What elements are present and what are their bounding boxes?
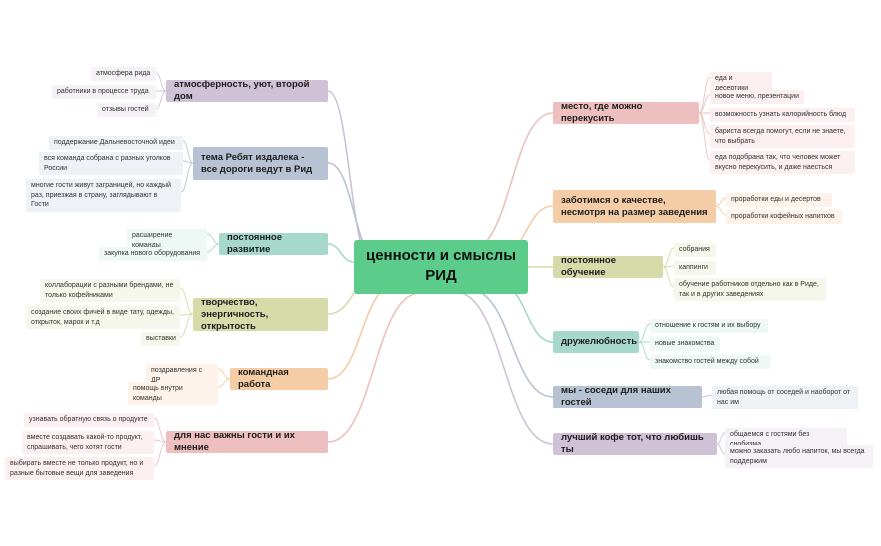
connector <box>701 394 713 398</box>
connector <box>217 368 231 380</box>
topic-creativity[interactable]: творчество, энергичность, открытость <box>193 296 328 332</box>
central-topic[interactable]: ценности и смыслы РИД <box>354 240 528 294</box>
connector <box>180 162 194 193</box>
connector <box>179 287 194 315</box>
topic-label: для нас важны гости и их мнение <box>174 430 295 453</box>
topic-label: место, где можно перекусить <box>561 101 643 124</box>
connector <box>454 291 554 445</box>
leaf-snack-4[interactable]: бариста всегда помогут, если не знаете, … <box>710 125 855 148</box>
leaf-learning-2[interactable]: каппинги <box>674 261 716 275</box>
leaf-atmosphere-2[interactable]: работники в процессе труда <box>52 85 156 99</box>
topic-development[interactable]: постоянное развитие <box>219 232 328 255</box>
topic-best-coffee[interactable]: лучший кофе тот, что любишь ты <box>553 432 717 455</box>
connector <box>182 140 194 164</box>
leaf-neighbours-1[interactable]: любая помощь от соседей и наоборот от на… <box>712 386 858 409</box>
topic-label: постоянное развитие <box>227 232 283 255</box>
leaf-snack-5[interactable]: еда подобрана так, что человек может вку… <box>710 151 855 174</box>
connector <box>469 112 554 251</box>
connector <box>469 289 554 398</box>
connector <box>662 266 675 288</box>
topic-far-guys[interactable]: тема Ребят издалека - все дороги ведут в… <box>193 147 328 180</box>
leaf-quality-1[interactable]: проработки еды и десертов <box>726 193 832 207</box>
leaf-creative-3[interactable]: выставки <box>141 332 180 346</box>
connector <box>662 247 675 268</box>
connector <box>716 443 726 455</box>
topic-label: заботимся о качестве, несмотря на размер… <box>561 194 708 218</box>
connector <box>206 243 220 253</box>
leaf-snack-1[interactable]: еда и десертики <box>710 72 772 95</box>
connector <box>327 90 373 263</box>
topic-label: командная работа <box>238 367 289 390</box>
connector <box>698 112 711 161</box>
leaf-friendly-2[interactable]: новые знакомства <box>650 337 720 351</box>
connector <box>217 378 231 388</box>
connector <box>638 323 651 343</box>
leaf-learning-3[interactable]: обучение работников отдельно как в Риде,… <box>674 278 826 301</box>
leaf-guests-3[interactable]: выбирать вместе не только продукт, но и … <box>5 457 154 480</box>
connector <box>155 90 167 110</box>
connector <box>327 284 396 380</box>
topic-learning[interactable]: постоянное обучение <box>553 255 663 278</box>
connector <box>638 341 651 361</box>
leaf-far-2[interactable]: вся команда собрана с разных уголков Рос… <box>39 152 183 175</box>
leaf-snack-3[interactable]: возможность узнать калорийность блюд <box>710 108 855 122</box>
leaf-dev-1[interactable]: расширение команды <box>127 229 207 252</box>
leaf-quality-2[interactable]: проработки кофейных напитков <box>726 210 842 224</box>
leaf-team-2[interactable]: помощь внутри команды <box>128 382 218 405</box>
topic-label: мы - соседи для наших гостей <box>561 385 671 408</box>
leaf-atmosphere-1[interactable]: атмосфера рида <box>91 67 156 81</box>
leaf-guests-1[interactable]: узнавать обратную связь о продукте <box>24 413 154 427</box>
connector <box>698 76 711 114</box>
leaf-friendly-3[interactable]: знакомство гостей между собой <box>650 355 770 369</box>
connector <box>716 432 726 445</box>
topic-label: постоянное обучение <box>561 255 617 278</box>
topic-atmosphere[interactable]: атмосферность, уют, второй дом <box>166 79 328 102</box>
leaf-creative-2[interactable]: создание своих фичей в виде тату, одежды… <box>26 306 180 329</box>
connector <box>206 233 220 245</box>
topic-friendliness[interactable]: дружелюбность <box>553 331 639 353</box>
topic-neighbours[interactable]: мы - соседи для наших гостей <box>553 385 702 408</box>
connector <box>327 243 355 263</box>
topic-snack-place[interactable]: место, где можно перекусить <box>553 101 699 124</box>
leaf-snack-2[interactable]: новое меню, презентации <box>710 90 804 104</box>
connector <box>715 197 727 207</box>
topic-label: дружелюбность <box>561 336 638 347</box>
connector <box>698 94 711 114</box>
topic-quality[interactable]: заботимся о качестве, несмотря на размер… <box>553 190 716 223</box>
leaf-dev-2[interactable]: закупка нового оборудования <box>99 247 207 261</box>
topic-label: лучший кофе тот, что любишь ты <box>561 432 704 455</box>
topic-label: тема Ребят издалека - все дороги ведут в… <box>201 151 313 175</box>
leaf-learning-1[interactable]: собрания <box>674 243 716 257</box>
leaf-far-3[interactable]: многие гости живут заграницей, но каждый… <box>26 179 181 212</box>
leaf-creative-1[interactable]: коллаборации с разными брендами, не толь… <box>40 279 180 302</box>
central-topic-label: ценности и смыслы РИД <box>365 247 517 284</box>
connector <box>179 313 194 338</box>
connector <box>715 205 727 216</box>
leaf-friendly-1[interactable]: отношение к гостям и их выбору <box>650 319 768 333</box>
leaf-far-1[interactable]: поддержание Дальневосточной идеи <box>49 136 183 150</box>
connector <box>327 292 421 443</box>
leaf-coffee-2[interactable]: можно заказать любо напиток, мы всегда п… <box>725 445 873 468</box>
connector <box>155 72 167 92</box>
leaf-atmosphere-3[interactable]: отзывы гостей <box>97 103 156 117</box>
topic-teamwork[interactable]: командная работа <box>230 367 328 390</box>
topic-label: творчество, энергичность, открытость <box>201 296 269 332</box>
leaf-guests-2[interactable]: вместе создавать какой-то продукт, спраш… <box>22 431 154 454</box>
topic-guests-opinion[interactable]: для нас важны гости и их мнение <box>166 430 328 453</box>
leaf-team-1[interactable]: поздравления с ДР <box>146 364 218 387</box>
connector <box>153 417 167 443</box>
topic-label: атмосферность, уют, второй дом <box>174 79 310 102</box>
connector <box>153 441 167 467</box>
